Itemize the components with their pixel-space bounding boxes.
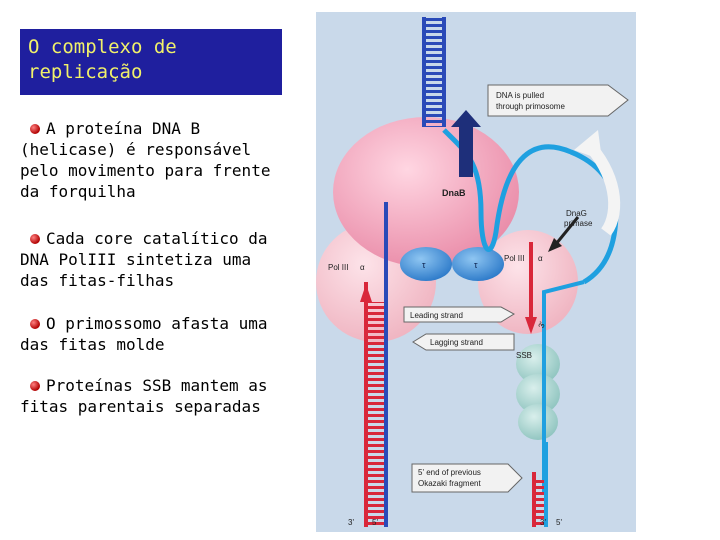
bullet-dot-icon — [30, 319, 40, 329]
title-box: O complexo de replicação — [20, 29, 282, 95]
dna-pulled-label: DNA is pulled through primosome — [487, 84, 629, 117]
leading-5prime-bottom: 5' — [372, 518, 378, 527]
tau-label-right: τ — [474, 260, 478, 270]
lagging-strand-label: Lagging strand — [412, 333, 515, 351]
dna-pulled-up-arrow-icon — [451, 110, 481, 177]
pol3-right-label: Pol III — [504, 254, 524, 263]
bullet-item: O primossomo afasta uma das fitas molde — [20, 313, 285, 355]
bullet-text: Proteínas SSB mantem as fitas parentais … — [20, 376, 268, 416]
primase-curved-arrow-icon — [574, 130, 621, 236]
leading-strand-label: Leading strand — [403, 306, 516, 323]
bullet-dot-icon — [30, 381, 40, 391]
okazaki-text-1: 5' end of previous — [418, 468, 481, 477]
ssb-label: SSB — [516, 351, 532, 360]
lagging-3prime-label: 3' — [537, 320, 548, 329]
lagging-5prime-bottom: 5' — [556, 518, 562, 527]
pol3-right-alpha: α — [538, 254, 543, 263]
lagging-strand-text: Lagging strand — [430, 338, 483, 347]
leading-3prime-bottom: 3' — [348, 518, 354, 527]
title-line-1: O complexo de — [28, 36, 177, 58]
primase-pointer-arrow-icon — [548, 216, 580, 252]
parental-duplex — [422, 17, 446, 127]
pol3-left-label: Pol III — [328, 263, 348, 272]
tau-subunits — [400, 247, 504, 281]
bullet-text: O primossomo afasta uma das fitas molde — [20, 314, 268, 354]
okazaki-text-2: Okazaki fragment — [418, 479, 481, 488]
dnab-label: DnaB — [442, 188, 466, 198]
bullet-text: A proteína DNA B (helicase) é responsáve… — [20, 119, 271, 201]
leading-strand-pair — [360, 202, 388, 527]
bullet-dot-icon — [30, 234, 40, 244]
leading-strand-text: Leading strand — [410, 311, 463, 320]
dna-pulled-text-2: through primosome — [496, 102, 565, 111]
dna-pulled-text-1: DNA is pulled — [496, 91, 544, 100]
lagging-new-strand — [525, 242, 548, 527]
bullet-item: Proteínas SSB mantem as fitas parentais … — [20, 375, 285, 417]
tau-label-left: τ — [422, 260, 426, 270]
replication-diagram-panel: DNA is pulled through primosome DnaB Dna… — [316, 12, 636, 532]
title-line-2: replicação — [28, 61, 143, 83]
pol3-left-alpha: α — [360, 263, 365, 272]
bullet-text: Cada core catalítico da DNA PolIII sinte… — [20, 229, 268, 290]
dnag-label-1: DnaG — [566, 209, 587, 218]
bullet-item: Cada core catalítico da DNA PolIII sinte… — [20, 228, 285, 291]
lagging-3prime-bottom: 3' — [540, 518, 546, 527]
okazaki-label: 5' end of previous Okazaki fragment — [411, 463, 523, 493]
replication-diagram: DNA is pulled through primosome DnaB Dna… — [316, 17, 629, 527]
bullet-item: A proteína DNA B (helicase) é responsáve… — [20, 118, 285, 202]
dnag-label-2: primase — [564, 219, 593, 228]
ssb-proteins — [516, 344, 560, 440]
bullet-dot-icon — [30, 124, 40, 134]
